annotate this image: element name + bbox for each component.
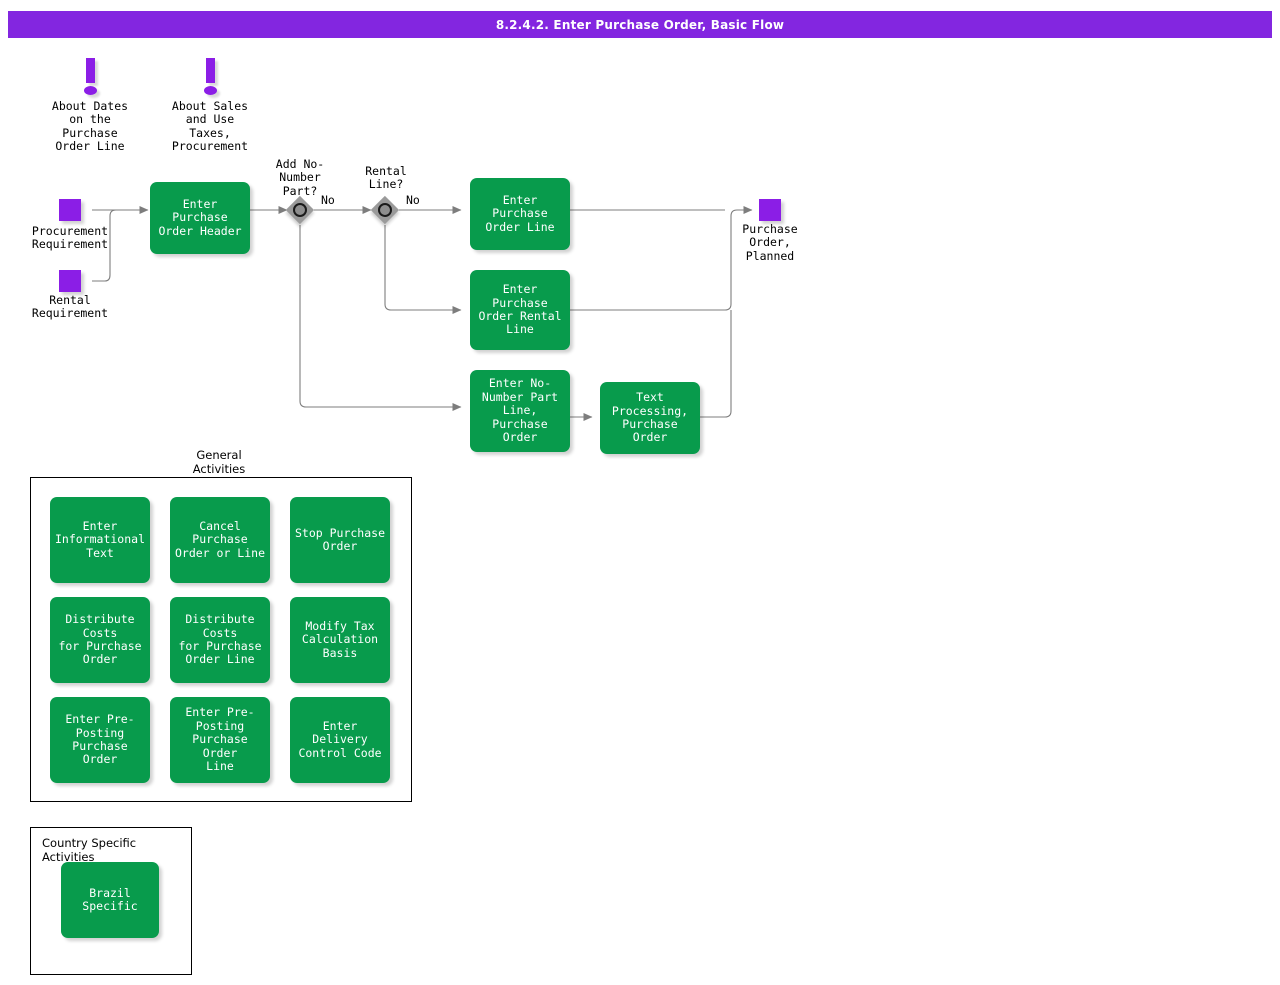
gateway-circle-icon	[293, 203, 307, 217]
exclamation-dot-icon	[204, 86, 217, 95]
general-activities-frame	[30, 477, 412, 802]
gateway-rental-line-edge-label: No	[406, 193, 420, 207]
gateway-circle-icon	[378, 203, 392, 217]
gateway-add-no-number-part-edge-label: No	[321, 193, 335, 207]
country-specific-activities-title: Country Specific Activities	[42, 836, 137, 864]
exclamation-icon	[206, 58, 215, 83]
exclamation-dot-icon	[84, 86, 97, 95]
activity-text-processing-purchase-order[interactable]: Text Processing,Purchase Order	[600, 382, 700, 454]
gateway-add-no-number-part[interactable]	[285, 195, 314, 224]
exclamation-icon	[86, 58, 95, 83]
page-title-bar: 8.2.4.2. Enter Purchase Order, Basic Flo…	[8, 11, 1272, 38]
page-title: 8.2.4.2. Enter Purchase Order, Basic Flo…	[495, 17, 785, 32]
start-event-rental-requirement[interactable]	[59, 270, 81, 292]
activity-brazil-specific[interactable]: Brazil Specific	[61, 862, 159, 938]
gateway-rental-line[interactable]	[370, 195, 399, 224]
country-specific-activities-frame	[30, 827, 192, 975]
start-event-procurement-requirement[interactable]	[59, 199, 81, 221]
end-event-purchase-order-planned[interactable]	[759, 199, 781, 221]
